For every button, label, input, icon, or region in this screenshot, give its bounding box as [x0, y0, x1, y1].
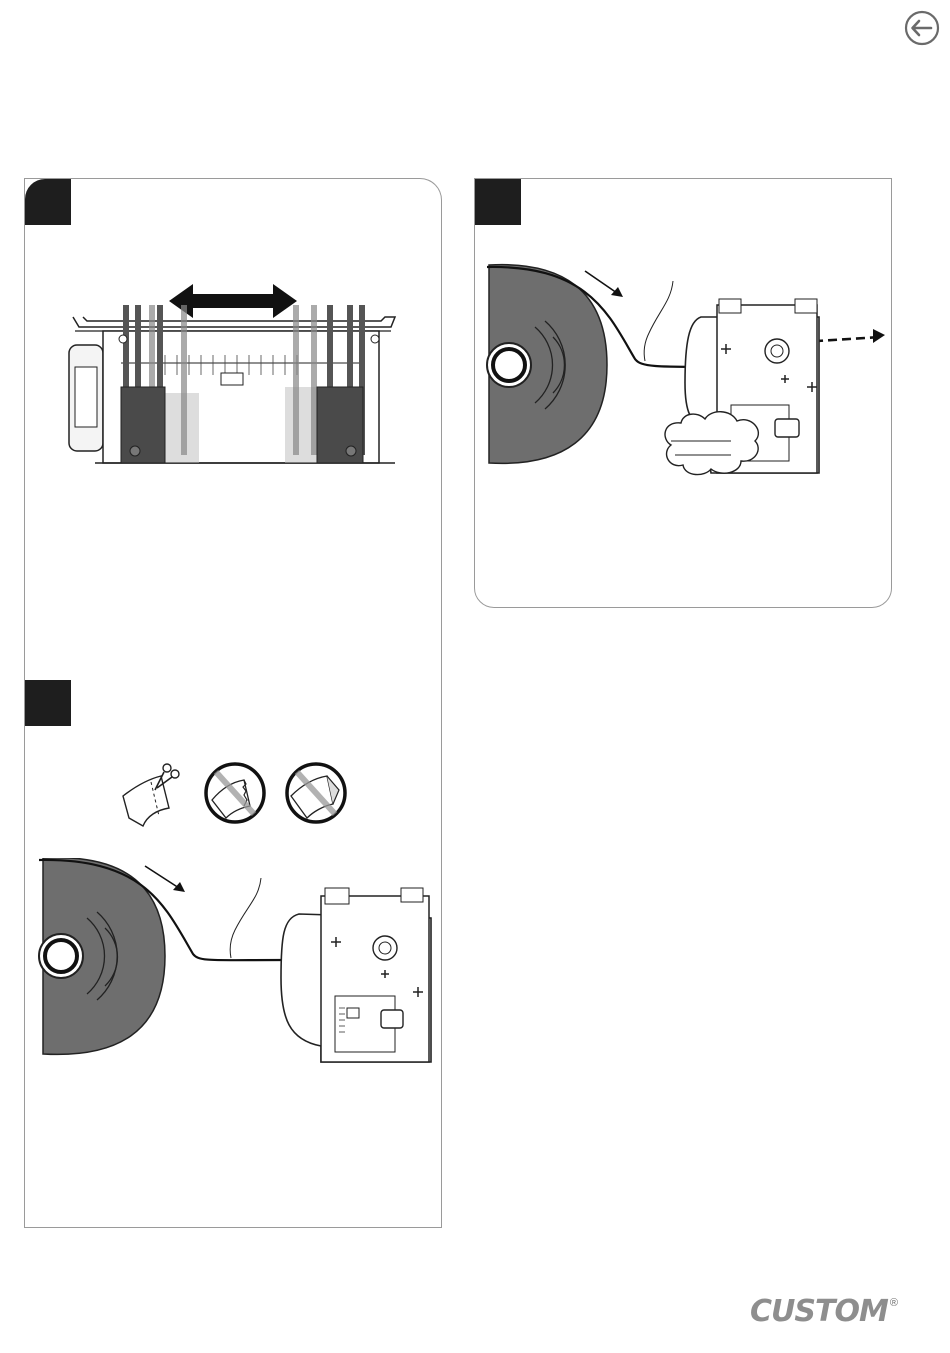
paper-feed-path-illustration	[485, 263, 885, 493]
step-2-panel	[24, 678, 442, 1228]
step-3-panel	[474, 178, 892, 608]
paper-insert-illustration	[35, 858, 435, 1084]
step-2-number-tab	[25, 680, 71, 726]
custom-brand-logo: CUSTOM ®	[750, 1296, 898, 1332]
brand-name: CUSTOM	[750, 1296, 888, 1328]
step-3-number-tab	[475, 179, 521, 225]
folded-edge-forbidden-icon	[283, 760, 349, 826]
back-arrow-icon[interactable]	[904, 10, 940, 46]
double-arrow-icon	[169, 284, 297, 318]
paper-guide-adjust-illustration	[65, 275, 405, 487]
step-1-number-tab	[25, 179, 71, 225]
step-1-panel	[24, 178, 442, 678]
registered-mark: ®	[890, 1296, 898, 1310]
cut-ok-icon	[117, 760, 183, 830]
torn-edge-forbidden-icon	[202, 760, 268, 826]
